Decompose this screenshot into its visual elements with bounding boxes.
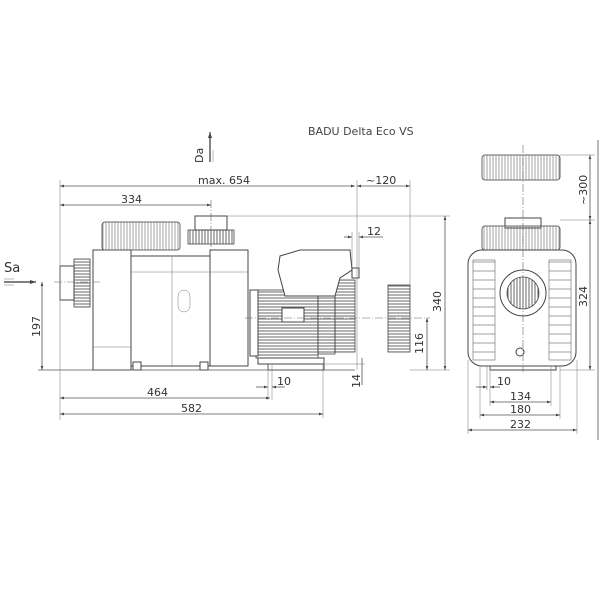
front-dimension-lines xyxy=(467,140,599,440)
dim-shaft-height: 116 xyxy=(413,333,426,354)
dim-foot-width: 180 xyxy=(510,403,531,416)
drawing-title: BADU Delta Eco VS xyxy=(308,125,414,138)
dim-lid-clearance: ~300 xyxy=(577,175,590,205)
dim-foot-hole: 10 xyxy=(277,375,291,388)
dim-foot-distance: 464 xyxy=(147,386,168,399)
dim-terminal: 12 xyxy=(367,225,381,238)
discharge-arrow-icon xyxy=(208,132,214,162)
dim-front-height: 324 xyxy=(577,286,590,307)
dim-front-foot-hole: 10 xyxy=(497,375,511,388)
side-dimension-lines xyxy=(40,180,450,420)
suction-arrow-icon xyxy=(4,278,36,286)
dim-base-length: 582 xyxy=(181,402,202,415)
dim-suction-height: 197 xyxy=(30,316,43,337)
dim-foot-height: 14 xyxy=(350,374,363,388)
dim-overall-width: 232 xyxy=(510,418,531,431)
dim-overall-length: max. 654 xyxy=(198,174,250,187)
dim-height: 340 xyxy=(431,291,444,312)
pump-front-view xyxy=(467,145,577,372)
dim-motor-clearance: ~120 xyxy=(366,174,396,187)
pump-side-view xyxy=(38,200,430,371)
dim-discharge-offset: 334 xyxy=(121,193,142,206)
discharge-label: Da xyxy=(193,148,206,163)
dim-hole-spacing: 134 xyxy=(510,390,531,403)
suction-label: Sa xyxy=(4,261,20,276)
